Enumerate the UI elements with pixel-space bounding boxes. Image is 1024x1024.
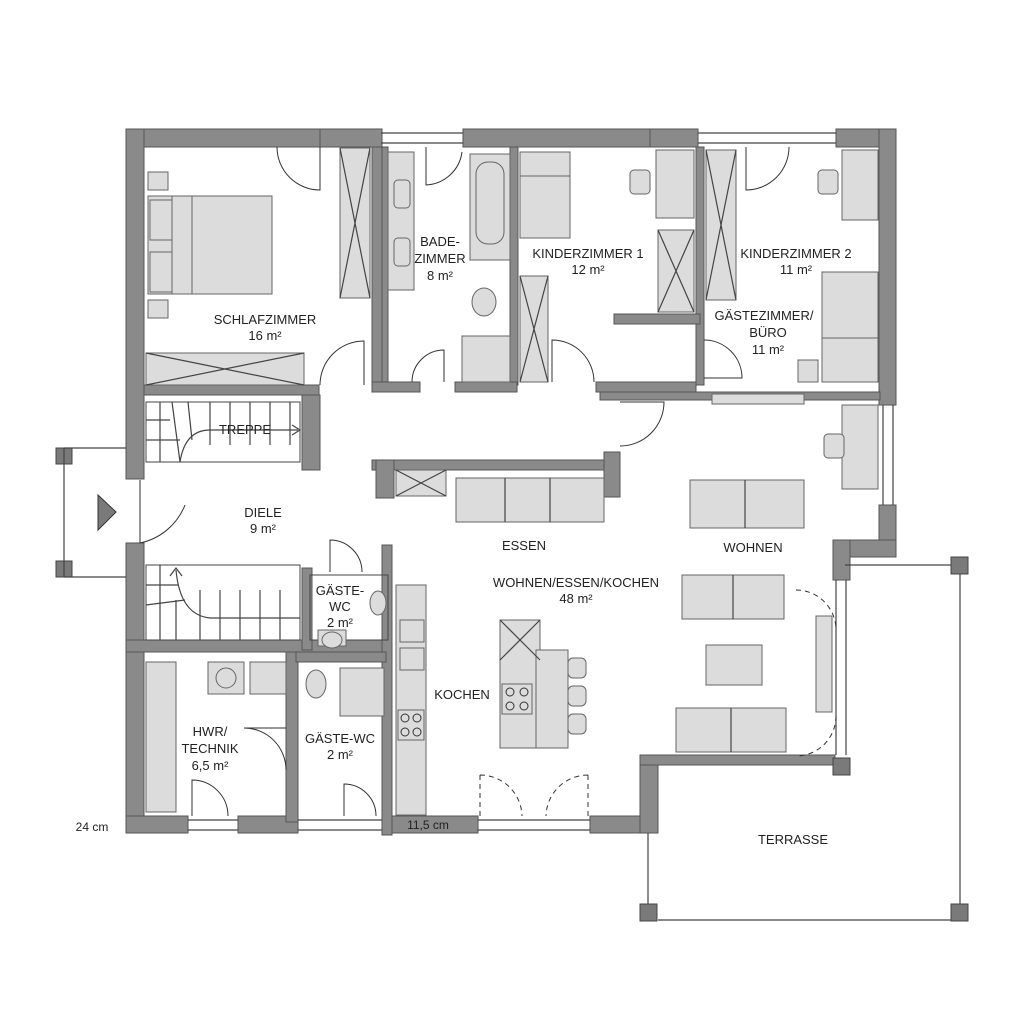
- label-schlafzimmer: SCHLAFZIMMER: [214, 312, 317, 327]
- label-terrasse: TERRASSE: [758, 832, 828, 847]
- living-furniture: [395, 393, 879, 817]
- hwr-furniture: [145, 661, 287, 817]
- area-wohnen-essen-kochen: 48 m²: [559, 591, 593, 606]
- badezimmer-furniture: [387, 147, 511, 383]
- entrance: [55, 447, 186, 578]
- outer-walls: [125, 128, 897, 834]
- label-kinderzimmer1: KINDERZIMMER 1: [532, 246, 643, 261]
- label-badezimmer-1: BADE-: [420, 234, 460, 249]
- label-gaeste-wc-small-2: WC: [329, 599, 351, 614]
- area-diele: 9 m²: [250, 521, 277, 536]
- label-wohnen: WOHNEN: [723, 540, 782, 555]
- label-kochen: KOCHEN: [434, 687, 490, 702]
- outer-wall-thickness: 24 cm: [76, 820, 109, 834]
- kinderzimmer1-furniture: [519, 149, 695, 383]
- area-kinderzimmer1: 12 m²: [571, 262, 605, 277]
- gaeste-wc-furniture: [305, 667, 385, 817]
- kitchen-furniture: [395, 584, 587, 816]
- windows: [188, 132, 894, 831]
- label-gaeste-wc: GÄSTE-WC: [305, 731, 375, 746]
- label-badezimmer-2: ZIMMER: [414, 251, 465, 266]
- label-kinderzimmer2: KINDERZIMMER 2: [740, 246, 851, 261]
- inner-wall-thickness: 11,5 cm: [407, 818, 449, 832]
- entrance-arrow-icon: [97, 493, 117, 532]
- area-gaestezimmer: 11 m²: [752, 342, 785, 357]
- treppe-stairs: [145, 401, 302, 641]
- schlafzimmer-furniture: [145, 146, 371, 386]
- label-essen: ESSEN: [502, 538, 546, 553]
- gaeste-wc-small-furniture: [309, 539, 389, 649]
- area-schlafzimmer: 16 m²: [248, 328, 282, 343]
- area-gaeste-wc-small: 2 m²: [327, 615, 354, 630]
- label-wohnen-essen-kochen: WOHNEN/ESSEN/KOCHEN: [493, 575, 659, 590]
- label-diele: DIELE: [244, 505, 282, 520]
- label-treppe: TREPPE: [219, 422, 271, 437]
- kinderzimmer2-furniture: [703, 146, 879, 383]
- area-kinderzimmer2: 11 m²: [780, 262, 813, 277]
- label-hwr-1: HWR/: [193, 724, 228, 739]
- label-gaestezimmer-1: GÄSTEZIMMER/: [715, 308, 814, 323]
- area-badezimmer: 8 m²: [427, 268, 454, 283]
- area-gaeste-wc: 2 m²: [327, 747, 354, 762]
- area-hwr: 6,5 m²: [192, 758, 230, 773]
- inner-walls: [125, 146, 881, 836]
- terrasse: [639, 556, 969, 922]
- label-hwr-2: TECHNIK: [181, 741, 238, 756]
- label-gaeste-wc-small-1: GÄSTE-: [316, 583, 364, 598]
- label-gaestezimmer-2: BÜRO: [749, 325, 787, 340]
- dimension-labels: 24 cm 11,5 cm: [76, 818, 449, 834]
- room-labels: SCHLAFZIMMER 16 m² BADE- ZIMMER 8 m² KIN…: [181, 234, 851, 847]
